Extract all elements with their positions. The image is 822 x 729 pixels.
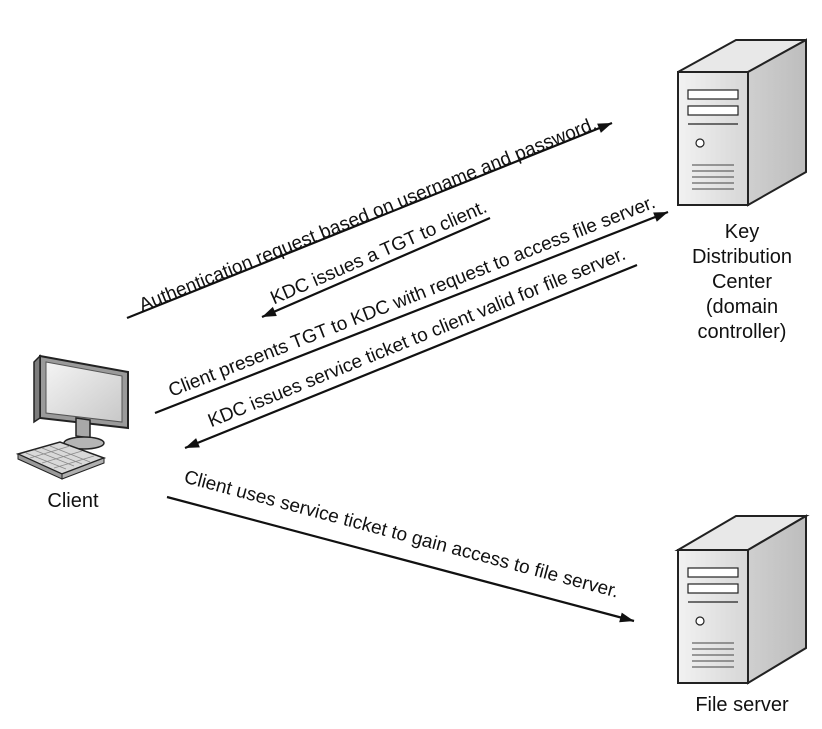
file-server-label: File server (695, 694, 789, 716)
kdc-label-line: controller) (697, 321, 787, 343)
message-arrow-line (166, 495, 635, 623)
message-arrow-head (653, 212, 668, 222)
message-arrow-head (185, 438, 200, 448)
message-arrow-line (184, 263, 638, 450)
message-label: Client presents TGT to KDC with request … (166, 192, 659, 402)
kdc-label-line: Key (724, 221, 760, 243)
message-arrows (126, 121, 669, 623)
message-label: Client uses service ticket to gain acces… (182, 467, 621, 603)
file-server-icon (674, 514, 810, 685)
client-computer-icon (15, 354, 129, 480)
message-arrow-line (261, 216, 491, 319)
message-label: KDC issues service ticket to client vali… (205, 244, 629, 432)
message-arrow-head (597, 123, 612, 133)
message-arrow-head (262, 306, 277, 317)
message-arrow-line (154, 210, 669, 415)
kdc-label-line: Center (711, 271, 773, 293)
message-arrow-line (126, 121, 613, 320)
kdc-server-icon (677, 38, 807, 207)
message-arrow-head (619, 612, 634, 623)
client-label: Client (47, 490, 99, 512)
message-labels: Authentication request based on username… (136, 114, 658, 603)
kdc-label: Key Distribution Center (domain controll… (672, 220, 812, 345)
kdc-label-line: Distribution (691, 246, 793, 268)
kdc-label-line: (domain (705, 296, 779, 318)
